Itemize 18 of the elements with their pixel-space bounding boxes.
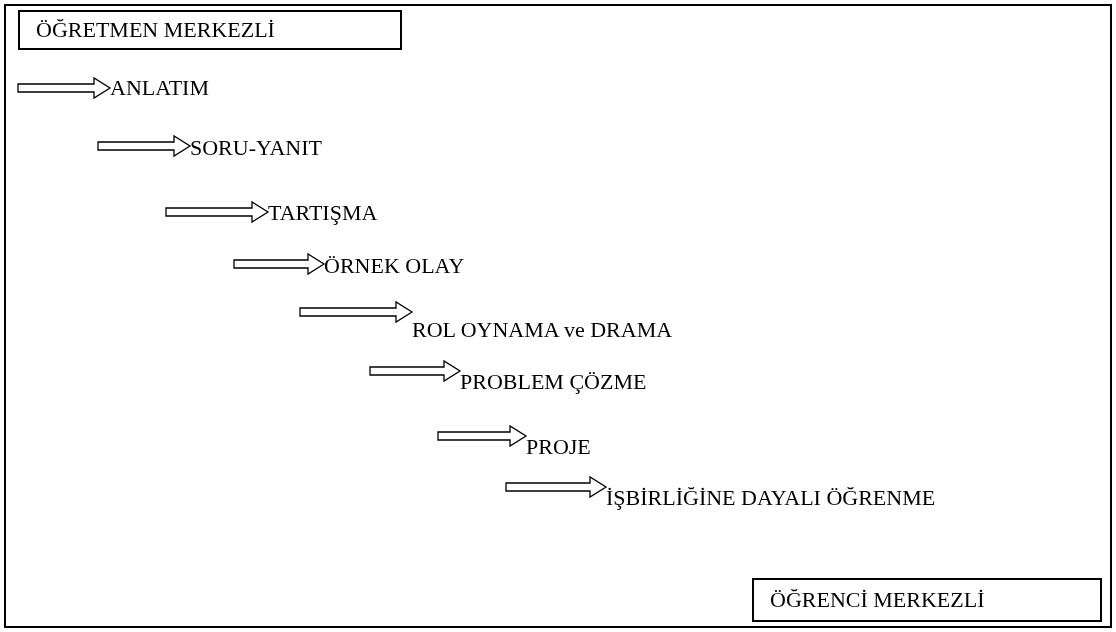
block-arrow	[165, 200, 270, 224]
block-arrow	[505, 475, 608, 499]
method-label: ANLATIM	[110, 74, 230, 102]
method-label: ROL OYNAMA ve DRAMA	[412, 316, 742, 344]
block-arrow	[369, 359, 462, 383]
method-label: SORU-YANIT	[190, 134, 350, 162]
block-arrow	[97, 134, 192, 158]
method-label: PROBLEM ÇÖZME	[460, 368, 700, 396]
block-arrow	[17, 76, 112, 100]
method-label: TARTIŞMA	[268, 199, 408, 227]
method-label: ÖRNEK OLAY	[324, 252, 504, 280]
block-arrow	[299, 300, 414, 324]
method-label: PROJE	[526, 433, 626, 461]
method-label: İŞBİRLİĞİNE DAYALI ÖĞRENME	[606, 484, 1046, 512]
block-arrow	[233, 252, 326, 276]
block-arrow	[437, 424, 528, 448]
label-box: ÖĞRETMEN MERKEZLİ	[18, 10, 402, 50]
label-box: ÖĞRENCİ MERKEZLİ	[752, 578, 1102, 622]
